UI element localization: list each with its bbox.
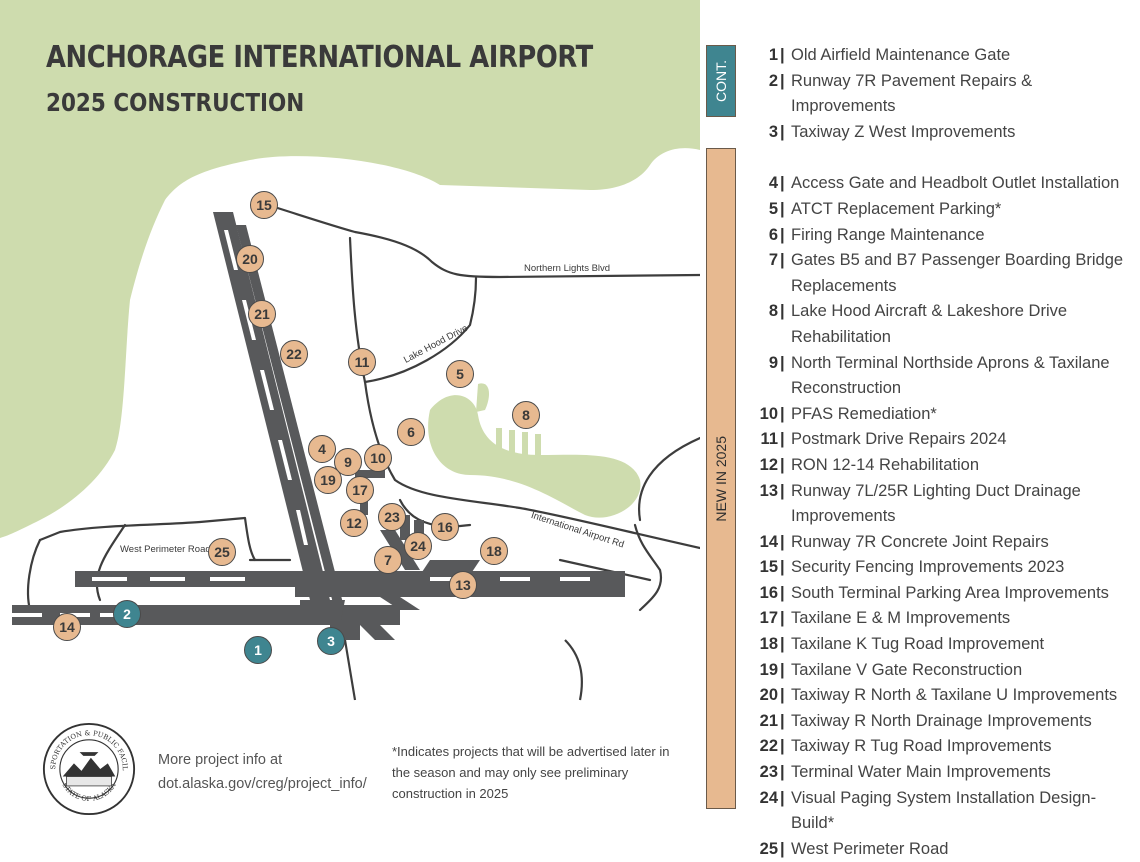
map-marker-14: 14 xyxy=(53,613,81,641)
legend-item: 8|Lake Hood Aircraft & Lakeshore Drive R… xyxy=(768,302,1068,346)
west-perimeter-road xyxy=(38,516,257,562)
map-marker-23: 23 xyxy=(378,503,406,531)
legend-item: 4|Access Gate and Headbolt Outlet Instal… xyxy=(768,174,1120,193)
map-marker-17: 17 xyxy=(346,476,374,504)
map-marker-18: 18 xyxy=(480,537,508,565)
map-marker-16: 16 xyxy=(431,513,459,541)
project-legend: 1|Old Airfield Maintenance Gate 2|Runway… xyxy=(742,43,1134,862)
legend-item: 20|Taxiway R North & Taxilane U Improvem… xyxy=(759,686,1118,705)
legend-item: 2|Runway 7R Pavement Repairs & Improveme… xyxy=(768,71,1033,116)
lake-hood-water xyxy=(428,395,641,518)
legend-item: 25|West Perimeter Road xyxy=(759,839,949,858)
map-marker-13: 13 xyxy=(449,571,477,599)
legend-item: 18|Taxilane K Tug Road Improvement xyxy=(759,635,1045,654)
map-marker-25: 25 xyxy=(208,538,236,566)
legend-item: 24|Visual Paging System Installation Des… xyxy=(759,788,1097,833)
map-marker-7: 7 xyxy=(374,546,402,574)
map-marker-3: 3 xyxy=(317,627,345,655)
map-marker-20: 20 xyxy=(236,245,264,273)
legend-item: 22|Taxiway R Tug Road Improvements xyxy=(759,737,1052,756)
map-marker-4: 4 xyxy=(308,435,336,463)
runway-15-33 xyxy=(213,212,333,612)
map-marker-8: 8 xyxy=(512,401,540,429)
new-tab-label: NEW IN 2025 xyxy=(713,435,729,522)
map-marker-22: 22 xyxy=(280,340,308,368)
map-marker-12: 12 xyxy=(340,509,368,537)
page-title: ANCHORAGE INTERNATIONAL AIRPORT xyxy=(46,40,593,75)
legend-item: 10|PFAS Remediation* xyxy=(759,404,937,423)
more-info-text: More project info at xyxy=(158,752,283,768)
map-marker-21: 21 xyxy=(248,300,276,328)
legend-item: 7|Gates B5 and B7 Passenger Boarding Bri… xyxy=(768,251,1124,295)
northern-lights-road xyxy=(266,203,700,279)
map-marker-11: 11 xyxy=(348,348,376,376)
map-marker-2: 2 xyxy=(113,600,141,628)
legend-item: 3|Taxiway Z West Improvements xyxy=(768,122,1016,141)
legend-item: 23|Terminal Water Main Improvements xyxy=(759,763,1051,782)
map-marker-5: 5 xyxy=(446,360,474,388)
airport-map xyxy=(0,0,700,701)
map-marker-15: 15 xyxy=(250,191,278,219)
legend-item: 17|Taxilane E & M Improvements xyxy=(759,609,1011,628)
legend-item: 5|ATCT Replacement Parking* xyxy=(768,199,1002,218)
footnote: *Indicates projects that will be adverti… xyxy=(392,744,670,801)
page-subtitle: 2025 CONSTRUCTION xyxy=(46,88,305,117)
legend-item: 9|North Terminal Northside Aprons & Taxi… xyxy=(768,353,1110,398)
map-marker-6: 6 xyxy=(397,418,425,446)
continuing-tab: CONT. xyxy=(706,45,736,117)
more-info-url[interactable]: dot.alaska.gov/creg/project_info/ xyxy=(158,776,367,792)
legend-item: 14|Runway 7R Concrete Joint Repairs xyxy=(759,532,1049,551)
map-marker-24: 24 xyxy=(404,532,432,560)
road-label-northern-lights: Northern Lights Blvd xyxy=(524,263,611,274)
legend-item: 19|Taxilane V Gate Reconstruction xyxy=(759,660,1023,679)
runway-7l-25r xyxy=(75,571,625,587)
legend-item: 12|RON 12-14 Rehabilitation xyxy=(759,455,980,474)
legend-item: 11|Postmark Drive Repairs 2024 xyxy=(760,430,1007,449)
map-marker-19: 19 xyxy=(314,466,342,494)
legend-item: 6|Firing Range Maintenance xyxy=(768,225,985,244)
map-marker-1: 1 xyxy=(244,636,272,664)
legend-item: 15|Security Fencing Improvements 2023 xyxy=(759,558,1065,577)
cook-inlet-water xyxy=(0,0,700,538)
legend-item: 21|Taxiway R North Drainage Improvements xyxy=(759,711,1092,730)
map-marker-10: 10 xyxy=(364,444,392,472)
dot-pf-seal-logo: TRANSPORTATION & PUBLIC FACILITIES STATE… xyxy=(42,722,136,816)
more-info: More project info at dot.alaska.gov/creg… xyxy=(158,748,367,796)
continuing-tab-label: CONT. xyxy=(713,60,729,102)
legend-item: 13|Runway 7L/25R Lighting Duct Drainage … xyxy=(759,481,1081,526)
lake-hood-road xyxy=(363,276,478,384)
road-label-west-perimeter: West Perimeter Road xyxy=(120,544,211,555)
new-in-2025-tab: NEW IN 2025 xyxy=(706,148,736,809)
legend-item: 16|South Terminal Parking Area Improveme… xyxy=(759,583,1109,602)
legend-item: 1|Old Airfield Maintenance Gate xyxy=(768,46,1011,64)
